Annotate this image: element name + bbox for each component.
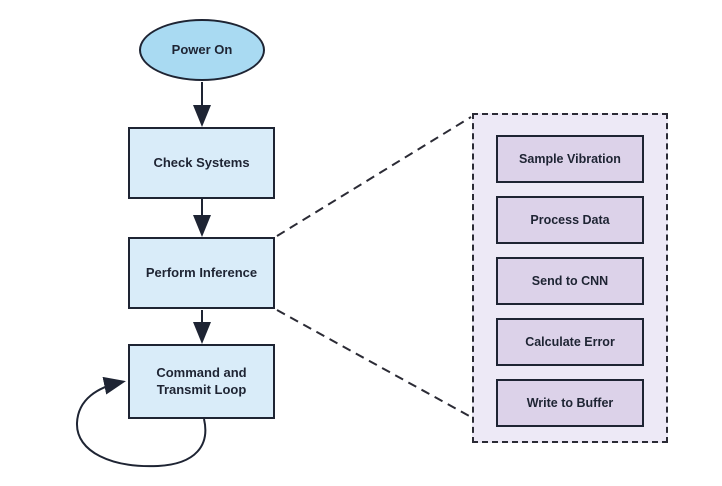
node-perform-inference-label: Perform Inference	[145, 264, 258, 280]
detail-panel: Sample Vibration Process Data Send to CN…	[472, 113, 668, 443]
subnode-calculate-error: Calculate Error	[496, 318, 644, 366]
edge-expand-top-dashed	[276, 116, 472, 237]
subnode-calculate-error-label: Calculate Error	[525, 335, 615, 349]
node-command-transmit-loop: Command and Transmit Loop	[128, 344, 275, 419]
subnode-sample-vibration-label: Sample Vibration	[519, 152, 621, 166]
node-perform-inference: Perform Inference	[128, 237, 275, 309]
node-check-systems: Check Systems	[128, 127, 275, 199]
edge-expand-bottom-dashed	[276, 309, 472, 418]
subnode-process-data: Process Data	[496, 196, 644, 244]
node-command-transmit-loop-label: Command and Transmit Loop	[156, 365, 247, 397]
edge-command-self-loop	[75, 376, 207, 468]
subnode-write-to-buffer-label: Write to Buffer	[526, 396, 614, 410]
node-power-on: Power On	[139, 19, 265, 81]
node-check-systems-label: Check Systems	[153, 154, 250, 170]
subnode-send-to-cnn: Send to CNN	[496, 257, 644, 305]
node-power-on-label: Power On	[171, 41, 233, 57]
subnode-send-to-cnn-label: Send to CNN	[531, 274, 609, 288]
subnode-process-data-label: Process Data	[530, 213, 610, 227]
subnode-sample-vibration: Sample Vibration	[496, 135, 644, 183]
subnode-write-to-buffer: Write to Buffer	[496, 379, 644, 427]
